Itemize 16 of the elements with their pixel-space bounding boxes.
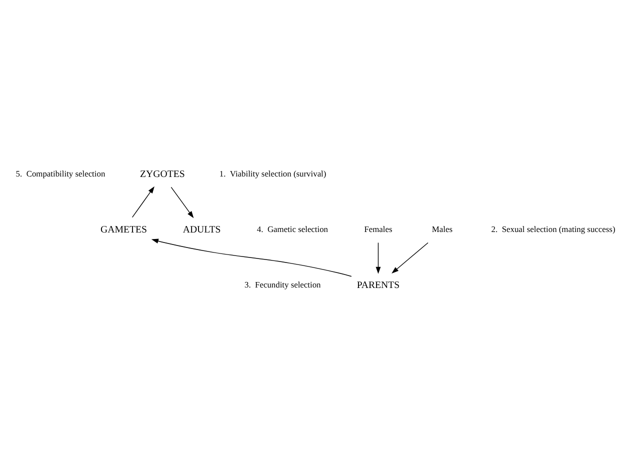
arrow: [170, 186, 194, 218]
node-text: GAMETES: [100, 224, 147, 236]
label: 1. Viability selection (survival): [219, 168, 326, 178]
label: 3. Fecundity selection: [244, 279, 321, 290]
arrow: [392, 242, 428, 274]
arrow: [151, 238, 352, 276]
node-text: PARENTS: [356, 280, 400, 291]
label: 2. Sexual selection (mating success): [491, 224, 616, 234]
node-text: ADULTS: [182, 224, 221, 236]
arrow: [132, 186, 154, 218]
arrow: [376, 242, 381, 274]
node-text: ZYGOTES: [140, 168, 185, 180]
label: 4. Gametic selection: [256, 224, 328, 234]
node-text: Males: [432, 224, 453, 234]
node-text: Females: [364, 224, 392, 234]
label: 5. Compatibility selection: [16, 168, 106, 178]
